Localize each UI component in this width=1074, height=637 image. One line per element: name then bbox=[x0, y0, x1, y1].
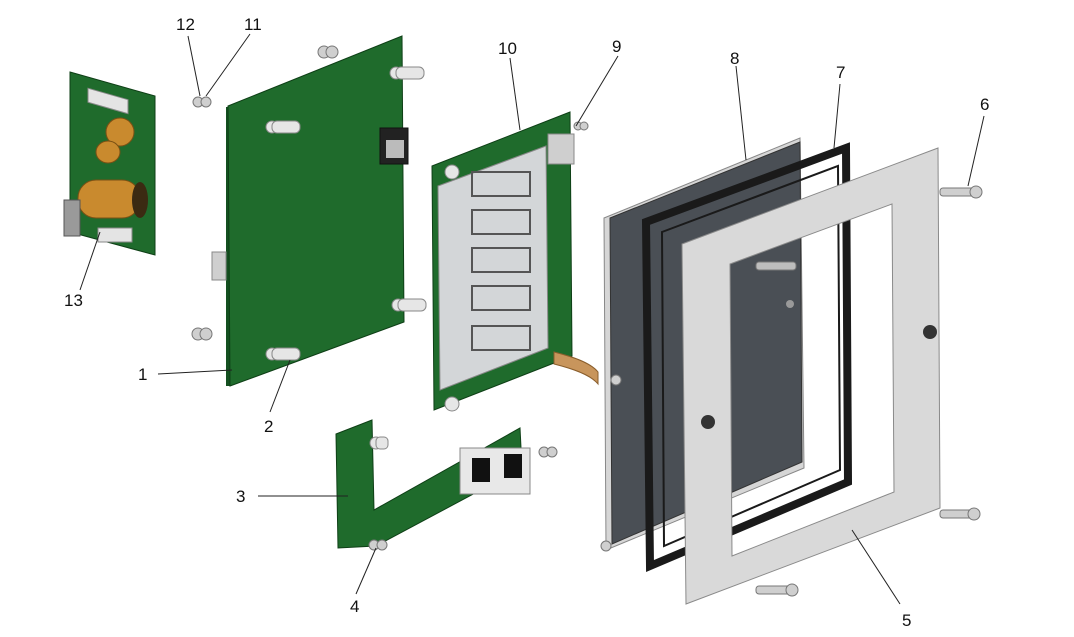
callout-6: 6 bbox=[980, 95, 989, 114]
callout-1: 1 bbox=[138, 365, 147, 384]
leader-lines bbox=[79, 33, 985, 605]
part-13-small-pcb bbox=[63, 71, 156, 256]
part-10-display-pcb bbox=[431, 111, 599, 412]
callout-7: 7 bbox=[836, 63, 845, 82]
callout-13: 13 bbox=[64, 291, 83, 310]
callout-4: 4 bbox=[350, 597, 359, 616]
callout-10: 10 bbox=[498, 39, 517, 58]
callout-9: 9 bbox=[612, 37, 621, 56]
callout-5: 5 bbox=[902, 611, 911, 630]
seven-segment-digits bbox=[471, 171, 531, 351]
callout-11: 11 bbox=[244, 15, 262, 34]
callout-12: 12 bbox=[176, 15, 195, 34]
callout-labels: 1 2 3 4 5 6 7 8 9 10 11 12 13 bbox=[64, 15, 989, 630]
part-3-lower-pcb bbox=[335, 419, 558, 551]
part-6-screws bbox=[755, 185, 983, 597]
callout-3: 3 bbox=[236, 487, 245, 506]
part-1-main-pcb bbox=[191, 35, 427, 387]
part-5-frame bbox=[681, 147, 941, 605]
callout-2: 2 bbox=[264, 417, 273, 436]
part-7-gasket bbox=[641, 142, 853, 573]
callout-8: 8 bbox=[730, 49, 739, 68]
